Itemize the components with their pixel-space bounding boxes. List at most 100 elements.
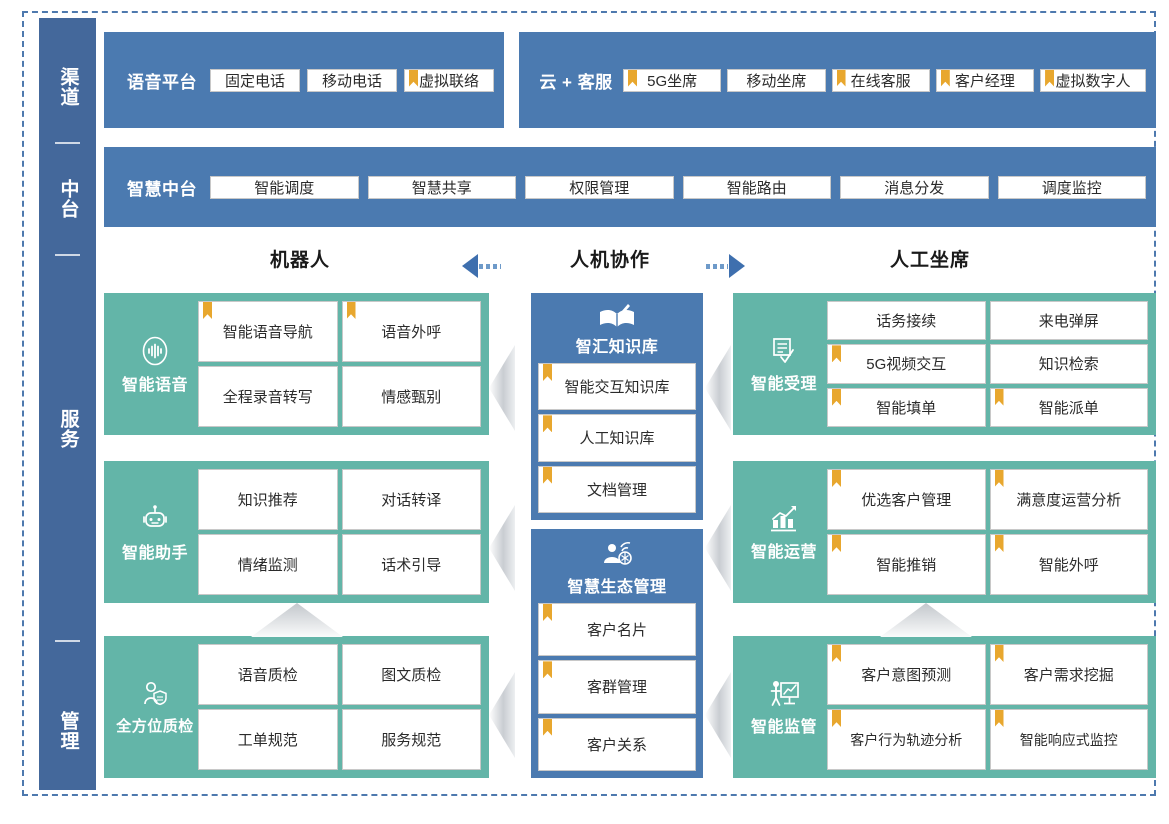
item-smart-voice-navigation[interactable]: 智能语音导航 bbox=[198, 301, 338, 362]
item-customer-group-management[interactable]: 客群管理 bbox=[538, 660, 696, 714]
cell-smart-routing[interactable]: 智能路由 bbox=[682, 175, 831, 199]
cell-account-manager[interactable]: 客户经理 bbox=[935, 68, 1035, 92]
cell-5g-seat[interactable]: 5G坐席 bbox=[623, 68, 722, 92]
cell-dispatch-monitoring[interactable]: 调度监控 bbox=[997, 175, 1146, 199]
voice-wave-icon bbox=[142, 336, 168, 365]
item-smart-interactive-kb[interactable]: 智能交互知识库 bbox=[538, 363, 696, 411]
item-smart-marketing[interactable]: 智能推销 bbox=[827, 534, 986, 595]
cell-fixed-phone[interactable]: 固定电话 bbox=[210, 68, 300, 92]
item-text-image-quality-inspection[interactable]: 图文质检 bbox=[341, 644, 481, 705]
cell-mobile-seat[interactable]: 移动坐席 bbox=[727, 68, 826, 92]
item-satisfaction-operation-analysis[interactable]: 满意度运营分析 bbox=[989, 469, 1148, 530]
item-5g-video-interaction[interactable]: 5G视频交互 bbox=[827, 344, 986, 384]
person-network-icon bbox=[604, 541, 632, 565]
block-name: 智慧生态管理 bbox=[567, 579, 667, 596]
band-smart-midplatform: 智慧中台 智能调度 智慧共享 权限管理 智能路由 消息分发 调度监控 bbox=[104, 147, 1156, 227]
cell-virtual-contact[interactable]: 虚拟联络 bbox=[404, 68, 494, 92]
item-incoming-call-popup[interactable]: 来电弹屏 bbox=[989, 301, 1148, 341]
item-label: 图文质检 bbox=[381, 667, 442, 684]
item-full-recording-transcription[interactable]: 全程录音转写 bbox=[198, 366, 338, 427]
item-emotion-discrimination[interactable]: 情感甄别 bbox=[341, 366, 481, 427]
cell-smart-dispatch[interactable]: 智能调度 bbox=[210, 175, 359, 199]
rail-divider-1 bbox=[55, 142, 80, 144]
cell-label: 固定电话 bbox=[224, 72, 285, 90]
panel-head-intelligent-supervision: 智能监管 bbox=[741, 678, 827, 737]
cell-label: 智能调度 bbox=[254, 179, 315, 197]
item-smart-outbound-call[interactable]: 智能外呼 bbox=[989, 534, 1148, 595]
panel-intelligent-voice: 智能语音 智能语音导航 语音外呼 全程录音转写 情感甄别 bbox=[104, 293, 489, 435]
cell-label: 客户经理 bbox=[954, 72, 1015, 90]
band-cloud-service: 云 + 客服 5G坐席 移动坐席 在线客服 客户经理 虚拟数字人 bbox=[519, 32, 1156, 128]
item-label: 话术引导 bbox=[381, 557, 442, 574]
item-customer-profile-card[interactable]: 客户名片 bbox=[538, 603, 696, 657]
presentation-person-icon bbox=[770, 680, 799, 706]
rail-label-service: 服务 bbox=[57, 409, 79, 449]
item-knowledge-recommendation[interactable]: 知识推荐 bbox=[198, 469, 338, 530]
band-voice-platform: 语音平台 固定电话 移动电话 虚拟联络 bbox=[104, 32, 504, 128]
item-label: 满意度运营分析 bbox=[1016, 492, 1122, 509]
item-customer-intent-prediction[interactable]: 客户意图预测 bbox=[827, 644, 986, 705]
rail-divider-2 bbox=[55, 254, 80, 256]
cell-label: 虚拟联络 bbox=[418, 72, 479, 90]
item-label: 优选客户管理 bbox=[861, 492, 952, 509]
cell-mobile-phone[interactable]: 移动电话 bbox=[307, 68, 397, 92]
item-voice-quality-inspection[interactable]: 语音质检 bbox=[198, 644, 338, 705]
item-manual-kb[interactable]: 人工知识库 bbox=[538, 414, 696, 462]
panel-intelligent-supervision: 智能监管 客户意图预测 客户需求挖掘 客户行为轨迹分析 智能响应式监控 bbox=[733, 636, 1156, 778]
item-smart-ticket-dispatch[interactable]: 智能派单 bbox=[989, 387, 1148, 427]
item-dialogue-translation[interactable]: 对话转译 bbox=[341, 469, 481, 530]
panel-name: 全方位质检 bbox=[116, 718, 194, 735]
item-label: 情绪监测 bbox=[237, 557, 298, 574]
item-customer-behavior-track-analysis[interactable]: 客户行为轨迹分析 bbox=[827, 709, 986, 770]
item-smart-form-filling[interactable]: 智能填单 bbox=[827, 387, 986, 427]
panel-name: 智能助手 bbox=[121, 544, 188, 562]
person-shield-icon bbox=[144, 681, 167, 706]
panel-head-intelligent-operations: 智能运营 bbox=[741, 503, 827, 562]
item-label: 客户意图预测 bbox=[861, 667, 952, 684]
section-header-collaboration: 人机协作 bbox=[569, 250, 650, 271]
item-customer-relationship[interactable]: 客户关系 bbox=[538, 717, 696, 771]
item-customer-demand-mining[interactable]: 客户需求挖掘 bbox=[989, 644, 1148, 705]
item-label: 智能外呼 bbox=[1038, 557, 1099, 574]
item-label: 语音外呼 bbox=[381, 324, 442, 341]
cell-smart-sharing[interactable]: 智慧共享 bbox=[367, 175, 516, 199]
item-label: 智能交互知识库 bbox=[564, 379, 670, 397]
item-label: 客户行为轨迹分析 bbox=[850, 731, 963, 748]
item-label: 智能填单 bbox=[876, 399, 937, 417]
item-label: 全程录音转写 bbox=[222, 389, 313, 406]
item-label: 来电弹屏 bbox=[1038, 313, 1099, 331]
item-preferred-customer-management[interactable]: 优选客户管理 bbox=[827, 469, 986, 530]
item-call-handover[interactable]: 话务接续 bbox=[827, 301, 986, 341]
item-label: 工单规范 bbox=[237, 732, 298, 749]
item-label: 情感甄别 bbox=[381, 389, 442, 406]
panel-name: 智能受理 bbox=[750, 375, 817, 393]
cell-label: 5G坐席 bbox=[647, 72, 698, 90]
item-smart-responsive-monitoring[interactable]: 智能响应式监控 bbox=[989, 709, 1148, 770]
item-label: 客户关系 bbox=[586, 736, 647, 754]
block-smart-ecosystem: 智慧生态管理 客户名片 客群管理 客户关系 bbox=[531, 529, 703, 778]
item-ticket-standard[interactable]: 工单规范 bbox=[198, 709, 338, 770]
dash-line-right bbox=[706, 263, 728, 269]
item-service-standard[interactable]: 服务规范 bbox=[341, 709, 481, 770]
cell-online-service[interactable]: 在线客服 bbox=[831, 68, 930, 92]
item-document-management[interactable]: 文档管理 bbox=[538, 465, 696, 513]
item-voice-outbound[interactable]: 语音外呼 bbox=[341, 301, 481, 362]
panel-omni-quality-inspection: 全方位质检 语音质检 图文质检 工单规范 服务规范 bbox=[104, 636, 489, 778]
item-emotion-monitoring[interactable]: 情绪监测 bbox=[198, 534, 338, 595]
document-check-icon bbox=[773, 337, 794, 363]
block-head-knowledge-hub: 智汇知识库 bbox=[538, 300, 696, 363]
item-knowledge-retrieval[interactable]: 知识检索 bbox=[989, 344, 1148, 384]
panel-head-intelligent-assistant: 智能助手 bbox=[112, 502, 198, 563]
cell-label: 移动坐席 bbox=[746, 72, 807, 90]
cell-label: 在线客服 bbox=[850, 72, 911, 90]
cell-message-distribution[interactable]: 消息分发 bbox=[840, 175, 989, 199]
item-label: 智能响应式监控 bbox=[1019, 731, 1118, 748]
cell-permission-management[interactable]: 权限管理 bbox=[525, 175, 674, 199]
rail-label-midplatform: 中台 bbox=[57, 179, 79, 219]
cell-virtual-human[interactable]: 虚拟数字人 bbox=[1040, 68, 1147, 92]
item-script-guidance[interactable]: 话术引导 bbox=[341, 534, 481, 595]
block-head-smart-ecosystem: 智慧生态管理 bbox=[538, 536, 696, 603]
item-label: 智能语音导航 bbox=[222, 324, 313, 341]
item-label: 语音质检 bbox=[237, 667, 298, 684]
item-label: 智能推销 bbox=[876, 557, 937, 574]
